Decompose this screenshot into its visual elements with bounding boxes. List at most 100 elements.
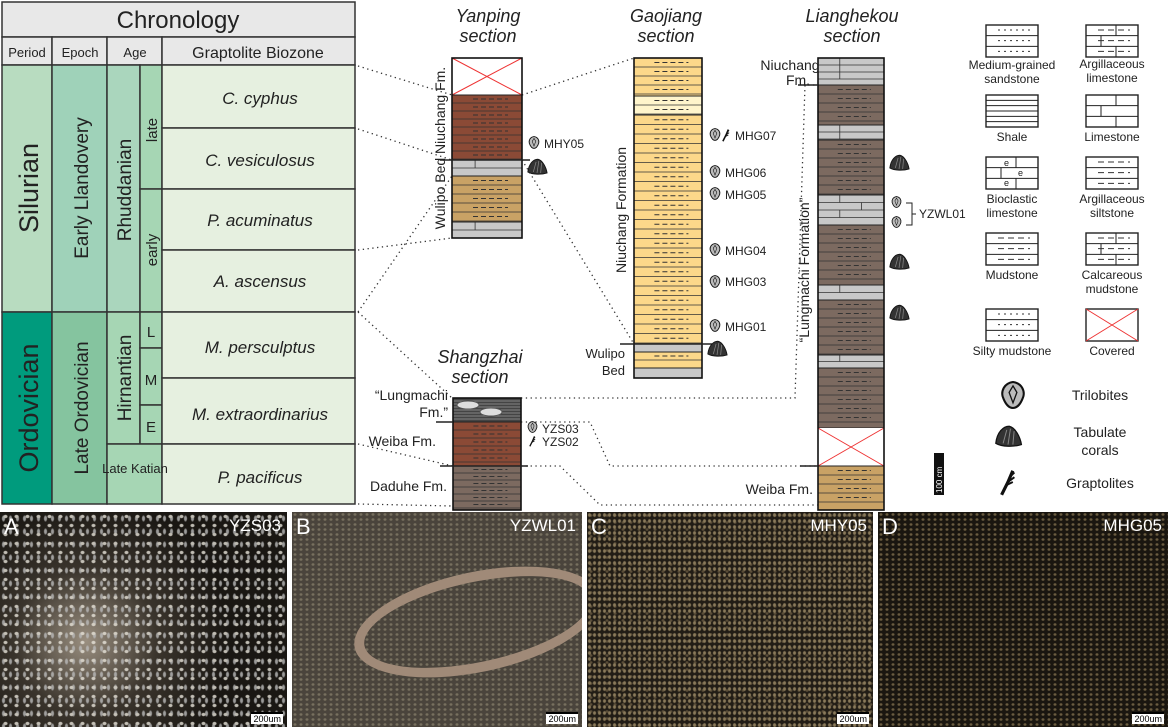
yanping-column: [451, 57, 523, 239]
sample-mhg07: MHG07: [735, 129, 777, 143]
gaojiang-subtitle: section: [637, 26, 694, 46]
scale-bar: 200um: [1132, 712, 1164, 724]
legend-arg-siltstone: Argillaceous: [1079, 192, 1144, 206]
trilobite-icon: [709, 187, 721, 200]
legend-graptolites: Graptolites: [1066, 475, 1134, 491]
subage-early: early: [144, 233, 161, 266]
subage-m: M: [145, 372, 158, 389]
legend-trilobites: Trilobites: [1072, 387, 1128, 403]
biozone-c-vesiculosus: C. vesiculosus: [205, 151, 315, 170]
legend-bioclastic-2: limestone: [986, 206, 1038, 220]
legend-calc-mudstone: Calcareous: [1082, 268, 1143, 282]
trilobite-icon: [709, 165, 721, 178]
shangzhai-title: Shangzhai: [437, 347, 523, 367]
header-biozone: Graptolite Biozone: [192, 45, 324, 62]
trilobite-icon: [891, 216, 902, 228]
photo-label: A: [4, 514, 19, 539]
photo-d: D MHG05 200um: [878, 512, 1168, 727]
biozone-m-persculptus: M. persculptus: [205, 338, 316, 357]
shangzhai-lungmachi: “Lungmachi: [375, 387, 448, 403]
shangzhai-column: [452, 397, 522, 511]
legend-shale: Shale: [997, 130, 1028, 144]
photo-a: A YZS03 200um: [0, 512, 287, 727]
legend-swatch: [1085, 156, 1139, 190]
legend-corals: corals: [1081, 442, 1118, 458]
trilobite-icon: [891, 196, 902, 208]
trilobite-icon: [709, 128, 721, 141]
epoch-late-ordovician: Late Ordovician: [72, 341, 93, 474]
photo-label: C: [591, 514, 607, 539]
formation-labels: Wulipo Bed Niuchang Fm. Niuchang Formati…: [369, 57, 820, 497]
chronology-title: Chronology: [117, 7, 240, 34]
stratigraphic-columns: [436, 57, 885, 511]
header-period: Period: [8, 45, 46, 60]
legend-swatch: [985, 24, 1039, 58]
sample-mhy05: MHY05: [544, 137, 584, 151]
gaojiang-column: [633, 57, 703, 379]
age-hirnantian: Hirnantian: [115, 335, 136, 422]
niuchang-fm-label: Niuchang: [760, 57, 819, 73]
svg-text:e: e: [1018, 168, 1023, 178]
epoch-early-llandovery: Early Llandovery: [72, 117, 93, 259]
subage-e: E: [146, 419, 156, 436]
legend-swatch: [1085, 232, 1139, 266]
trilobite-icon: [709, 243, 721, 256]
legend-swatch: [985, 232, 1039, 266]
legend-mudstone: Mudstone: [986, 268, 1039, 282]
legend-calc-mudstone-2: mudstone: [1086, 282, 1139, 296]
coral-icon: [889, 154, 910, 171]
biozone-p-acuminatus: P. acuminatus: [207, 211, 313, 230]
sample-yzwl01: YZWL01: [919, 207, 966, 221]
yanping-formation: Wulipo Bed Niuchang Fm.: [432, 67, 448, 229]
gaojiang-formation: Niuchang Formation: [613, 147, 629, 273]
photo-sample: MHY05: [810, 516, 867, 535]
trilobite-icon: [709, 319, 721, 332]
scale-bar: 200um: [546, 712, 578, 724]
sample-labels: MHY05 MHG07 MHG06 MHG05 MHG04 MHG03 MHG0…: [527, 128, 966, 449]
lianghekou-title: Lianghekou: [805, 6, 898, 26]
trilobite-icon: [709, 275, 721, 288]
sample-yzs02: YZS02: [542, 435, 579, 449]
sample-mhg01: MHG01: [725, 320, 767, 334]
scale-bar-label: 100 cm: [935, 466, 944, 493]
coral-icon: [889, 304, 910, 321]
legend-swatch: [1085, 94, 1139, 128]
shangzhai-subtitle: section: [451, 367, 508, 387]
trilobite-icon: [528, 136, 540, 149]
trilobite-icon: [1001, 380, 1025, 410]
legend: Medium-grained sandstone Argillaceous li…: [934, 24, 1145, 497]
svg-text:e: e: [1004, 158, 1009, 168]
legend-swatch: [1085, 308, 1139, 342]
sample-mhg06: MHG06: [725, 166, 767, 180]
sample-mhg05: MHG05: [725, 188, 767, 202]
photo-sample: YZS03: [229, 516, 281, 535]
scale-bar: 200um: [837, 712, 869, 724]
legend-bioclastic: Bioclastic: [987, 192, 1038, 206]
scale-bar: 200um: [251, 712, 283, 724]
coral-icon: [889, 253, 910, 270]
legend-swatch: eee: [985, 156, 1039, 190]
period-ordovician: Ordovician: [14, 343, 44, 472]
shangzhai-lungmachi-fm: Fm.”: [419, 404, 448, 420]
chronology-table: [1, 1, 356, 505]
yanping-subtitle: section: [459, 26, 516, 46]
legend-silty-mudstone: Silty mudstone: [973, 344, 1052, 358]
graptolite-icon: [529, 435, 536, 447]
lianghekou-subtitle: section: [823, 26, 880, 46]
chronology-text: Chronology Period Epoch Age Graptolite B…: [8, 7, 328, 487]
header-age: Age: [123, 45, 146, 60]
sample-mhg04: MHG04: [725, 244, 767, 258]
svg-text:e: e: [1004, 178, 1009, 188]
lianghekou-weiba-fm: Weiba Fm.: [746, 481, 813, 497]
shangzhai-daduhe: Daduhe Fm.: [370, 478, 447, 494]
wulipo-label: Wulipo: [585, 346, 625, 361]
trilobite-icon: [527, 421, 538, 433]
legend-arg-siltstone-2: siltstone: [1090, 206, 1134, 220]
photo-sample: MHG05: [1103, 516, 1162, 535]
biozone-a-ascensus: A. ascensus: [213, 272, 307, 291]
photo-label: D: [882, 514, 898, 539]
graptolite-icon: [722, 128, 730, 142]
photo-sample: YZWL01: [509, 516, 576, 535]
biozone-p-pacificus: P. pacificus: [218, 468, 303, 487]
gaojiang-title: Gaojiang: [630, 6, 702, 26]
